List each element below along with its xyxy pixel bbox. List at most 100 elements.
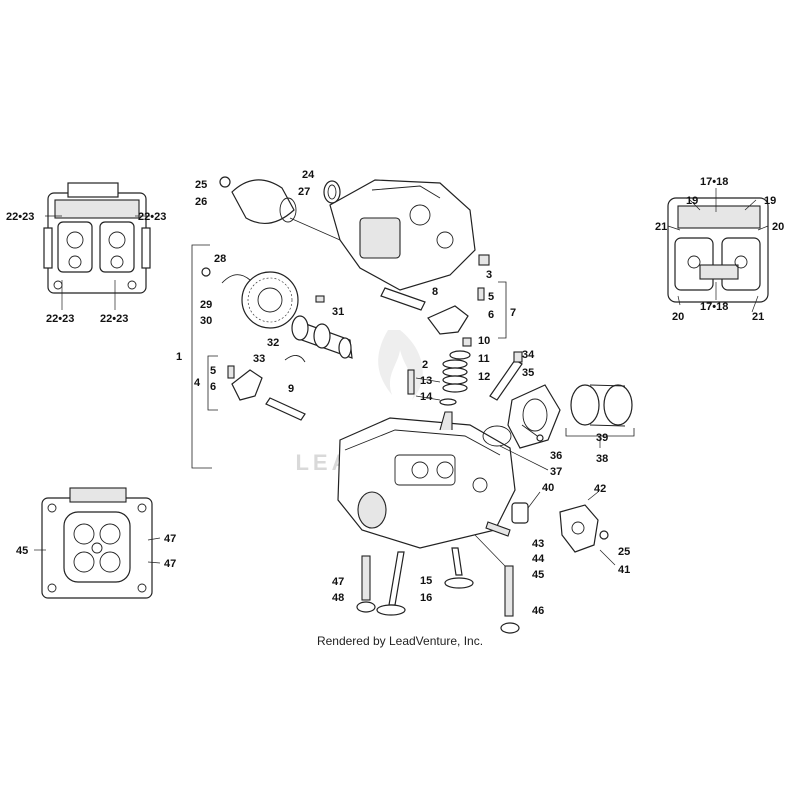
callout-47-b: 47 [164,558,176,570]
callout-33: 33 [253,353,265,365]
callout-28: 28 [214,253,226,265]
callout-25-top: 25 [195,179,207,191]
bracket-38 [565,428,635,448]
valve-15 [376,551,406,616]
callout-21-a: 21 [655,221,667,233]
valve-keeper-10 [462,337,472,347]
callout-2: 2 [422,359,428,371]
callout-16: 16 [420,592,432,604]
callout-24: 24 [302,169,315,181]
callout-3: 3 [486,269,492,281]
intake-boot-39 [570,384,633,427]
o-ring-37 [482,425,512,447]
callout-31: 31 [332,306,344,318]
bolt-36 [521,424,544,442]
callout-17-18-b: 17•18 [700,301,728,313]
callout-44: 44 [532,553,545,565]
thermostat-housing-41 [559,504,599,553]
cam-sprocket [241,271,299,329]
callout-14: 14 [420,391,433,403]
callout-17-18-a: 17•18 [700,176,728,188]
callout-25-housing: 25 [618,546,630,558]
clip-29 [221,274,251,284]
nut-46 [500,622,520,634]
callout-36: 36 [550,450,562,462]
cam-housing [329,179,476,291]
callout-48: 48 [332,592,344,604]
credit-line: Rendered by LeadVenture, Inc. [317,634,483,648]
inset-head-bottom-view [34,487,161,599]
callout-29: 29 [200,299,212,311]
callout-22-23-a: 22•23 [6,211,34,223]
o-ring-24 [323,180,341,204]
spring-retainer-11 [449,350,471,360]
callout-22-23-b: 22•23 [138,211,166,223]
rocker-shaft-9 [265,397,306,421]
callout-26: 26 [195,196,207,208]
callout-6-right: 6 [488,309,494,321]
callout-47-main: 47 [332,576,344,588]
callout-20-a: 20 [772,221,784,233]
callout-22-23-d: 22•23 [100,313,128,325]
callout-41: 41 [618,564,630,576]
callout-38: 38 [596,453,608,465]
callout-5-left: 5 [210,365,216,377]
camshaft [291,315,353,359]
rocker-arm-right [427,287,485,335]
inset-camshaft-view [667,188,769,313]
guide-2 [407,369,415,395]
stud-45 [504,565,514,617]
callout-42: 42 [594,483,606,495]
spring-seat-14 [439,398,457,406]
callout-10: 10 [478,335,490,347]
callout-11: 11 [478,353,490,365]
fitting-40 [511,502,529,524]
callout-9: 9 [288,383,294,395]
valve-16 [444,547,474,589]
clip-33 [284,355,306,363]
callout-12: 12 [478,371,490,383]
intake-manifold-35 [507,384,561,449]
valve-spring-12 [442,359,468,393]
callout-19-a: 19 [686,195,698,207]
bracket-4 [207,355,218,411]
callout-5-right: 5 [488,291,494,303]
temp-sensor-43 [485,521,511,537]
bracket-7 [498,281,507,339]
stud-47 [361,555,371,601]
spark-plug-34 [489,351,523,401]
callout-39: 39 [596,432,608,444]
callout-45-main: 45 [532,569,544,581]
inset-head-top-view [43,182,151,310]
callout-27: 27 [298,186,310,198]
callout-4: 4 [194,377,201,389]
callout-30: 30 [200,315,212,327]
callout-13: 13 [420,375,432,387]
callout-21-b: 21 [752,311,764,323]
callout-19-b: 19 [764,195,776,207]
callout-32: 32 [267,337,279,349]
callout-1: 1 [176,351,182,363]
callout-22-23-c: 22•23 [46,313,74,325]
bracket-1 [191,244,212,469]
rocker-shaft-8 [380,287,426,311]
callout-8: 8 [432,286,438,298]
callout-37: 37 [550,466,562,478]
pin-31 [315,295,325,303]
callout-43: 43 [532,538,544,550]
callout-40: 40 [542,482,554,494]
bolt-25-housing [599,530,609,540]
callout-15: 15 [420,575,432,587]
callout-47-a: 47 [164,533,176,545]
nut-48 [356,601,376,613]
callout-7: 7 [510,307,516,319]
bolt-25-top [219,176,231,188]
callout-20-b: 20 [672,311,684,323]
callout-45-inset: 45 [16,545,28,557]
callout-35: 35 [522,367,534,379]
plug-3 [478,254,490,266]
rocker-arm-left [227,365,263,401]
pin-28 [201,267,211,277]
